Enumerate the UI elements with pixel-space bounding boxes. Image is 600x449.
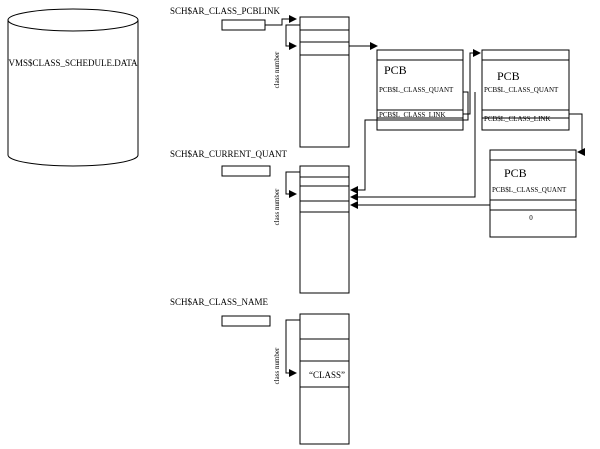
pcb-3-field-quant: PCB$L_CLASS_QUANT <box>492 186 567 194</box>
current-quant-array: SCH$AR_CURRENT_QUANT class number <box>170 149 350 294</box>
pcb-1-field-quant: PCB$L_CLASS_QUANT <box>379 86 454 94</box>
pcblink-pointer-cell <box>221 19 266 31</box>
pcblink-array-column <box>299 16 350 148</box>
pcblink-array: SCH$AR_CLASS_PCBLINK class number <box>170 6 350 148</box>
pcblink-array-title: SCH$AR_CLASS_PCBLINK <box>170 6 281 16</box>
connectors <box>349 42 585 209</box>
pcb-3-field-link: 0 <box>529 214 533 222</box>
class-name-array-title: SCH$AR_CLASS_NAME <box>170 297 269 307</box>
database-label: VMS$CLASS_SCHEDULE.DATA <box>8 58 138 68</box>
current-quant-array-title: SCH$AR_CURRENT_QUANT <box>170 149 288 159</box>
pcb-block-2: PCB PCB$L_CLASS_QUANT PCB$L_CLASS_LINK <box>481 49 570 131</box>
pcb-1-field-link: PCB$L_CLASS_LINK <box>379 111 446 119</box>
pcblink-index-label: class number <box>273 51 281 88</box>
class-name-entry: “CLASS” <box>309 370 345 380</box>
pcb-3-title: PCB <box>504 166 527 180</box>
class-name-index-label: class number <box>273 347 281 384</box>
pcb-2-field-link: PCB$L_CLASS_LINK <box>484 115 551 123</box>
pcb-block-3: PCB PCB$L_CLASS_QUANT 0 <box>489 149 577 238</box>
class-name-pointer-cell <box>221 315 271 327</box>
current-quant-index-label: class number <box>273 188 281 225</box>
current-quant-pointer-cell <box>221 165 271 177</box>
database-cylinder: VMS$CLASS_SCHEDULE.DATA <box>7 8 139 167</box>
current-quant-array-column <box>299 165 350 294</box>
class-name-array-column <box>299 313 350 445</box>
pcb-block-1: PCB PCB$L_CLASS_QUANT PCB$L_CLASS_LINK <box>376 49 464 131</box>
pcb-2-title: PCB <box>497 69 520 83</box>
pcb-2-field-quant: PCB$L_CLASS_QUANT <box>484 86 559 94</box>
class-name-array: SCH$AR_CLASS_NAME class number “CLASS” <box>170 297 350 445</box>
pcb-1-title: PCB <box>384 63 407 77</box>
